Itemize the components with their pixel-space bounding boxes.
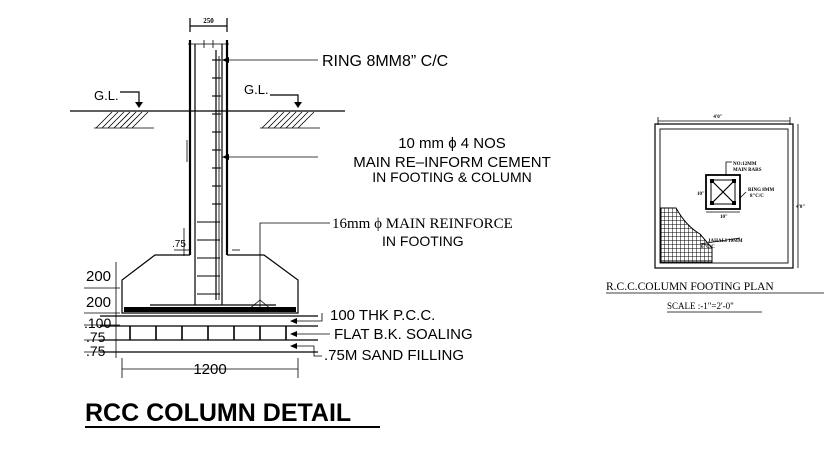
footing [121, 254, 299, 314]
side-dim-75: .75 [172, 228, 240, 256]
column-bars [197, 50, 221, 300]
footing-plan: 4'0" 4'0" NO:12MM MAIN BARS RING 8MM 8"C… [606, 115, 824, 313]
main-bars-callout: 10 mm ϕ 4 NOS MAIN RE–INFORM CEMENT IN F… [186, 135, 551, 185]
gl-left-label: G.L. [94, 88, 119, 103]
column-section: 250 [70, 17, 551, 428]
jahali-mesh [660, 207, 713, 263]
plan-column [705, 174, 741, 210]
jahali-line2: 6"C/C [701, 245, 715, 250]
ring-line2: 8"C/C [750, 194, 764, 199]
plan-side-dim: 4'0" [796, 205, 805, 210]
ring-line1: RING 8MM [748, 188, 775, 193]
pcc-label: 100 THK P.C.C. [330, 307, 435, 324]
main-bars-line1: NO:12MM [733, 162, 757, 167]
soil-hatch-left [94, 111, 154, 129]
col-dim-bottom: 10" [720, 215, 728, 220]
main-bars-line2: MAIN BARS [733, 168, 762, 173]
dim-75-b: .75 [86, 343, 106, 359]
footing-line2: IN FOOTING [382, 233, 464, 249]
width-dim-label: 1200 [193, 361, 226, 378]
col-dim-left: 10" [697, 192, 705, 197]
dim-75-side: .75 [172, 239, 186, 250]
plan-scale: SCALE :-1"=2'-0" [667, 301, 734, 311]
gl-right-label: G.L. [244, 82, 269, 97]
jahali-line1: JAHALI 10MM [708, 239, 743, 244]
bars-line2: MAIN RE–INFORM CEMENT [353, 154, 551, 171]
dim-100: .100 [84, 315, 111, 331]
ring-leader: RING 8MM8” C/C [222, 53, 448, 70]
top-dim-label: 250 [203, 17, 214, 25]
footing-base-bar [124, 307, 296, 312]
base-layers: 100 THK P.C.C. FLAT B.K. SOALING .75M SA… [100, 307, 473, 364]
bars-line3: IN FOOTING & COLUMN [372, 169, 531, 185]
soil-hatch-right [260, 111, 320, 129]
rcc-title: RCC COLUMN DETAIL [85, 399, 351, 427]
footing-line1: 16mm ϕ MAIN REINFORCE [332, 216, 513, 232]
plan-top-dim: 4'0" [713, 115, 722, 120]
section-title: RCC COLUMN DETAIL [85, 399, 380, 428]
ground-level: G.L. G.L. [70, 82, 345, 129]
soaling-label: FLAT B.K. SOALING [334, 326, 473, 343]
dim-200-b: 200 [86, 294, 111, 311]
left-dimensions: 200 200 .100 .75 .75 [84, 262, 120, 359]
ring-label: RING 8MM8” C/C [322, 53, 448, 70]
footing-callout: 16mm ϕ MAIN REINFORCE IN FOOTING [247, 216, 513, 311]
width-dimension: 1200 [121, 358, 299, 378]
dim-200-a: 200 [86, 268, 111, 285]
column-outline [188, 40, 229, 305]
top-dimension: 250 [189, 17, 228, 32]
bars-line1: 10 mm ϕ 4 NOS [398, 135, 506, 152]
dim-75-a: .75 [86, 329, 106, 345]
plan-title: R.C.C.COLUMN FOOTING PLAN [606, 281, 774, 293]
sand-label: .75M SAND FILLING [324, 347, 464, 364]
